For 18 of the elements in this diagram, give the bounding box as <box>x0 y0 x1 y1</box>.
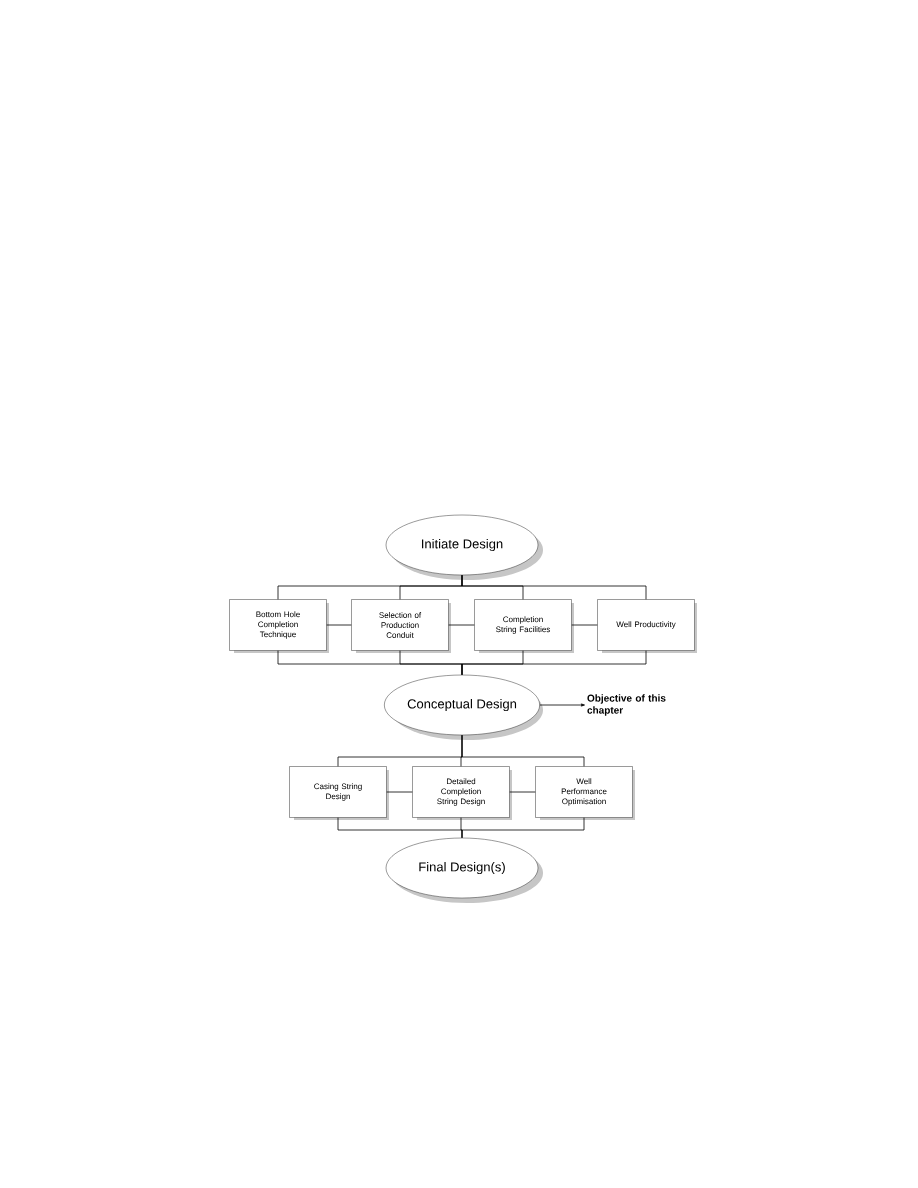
connector <box>448 624 475 626</box>
connector <box>386 791 413 793</box>
process-box: Casing String Design <box>289 766 389 820</box>
connector <box>326 624 352 626</box>
process-box: Well Performance Optimisation <box>535 766 635 820</box>
note-text: Objective of this chapter <box>587 694 666 716</box>
connector <box>571 624 598 626</box>
process-box: Well Productivity <box>597 599 697 653</box>
connector <box>461 650 647 676</box>
connector <box>509 791 536 793</box>
process-box: Bottom Hole Completion Technique <box>229 599 329 653</box>
process-box: Detailed Completion String Design <box>412 766 512 820</box>
process-box: Completion String Facilities <box>474 599 574 653</box>
connector <box>539 703 585 707</box>
connector <box>461 574 647 600</box>
process-box: Selection of Production Conduit <box>351 599 451 653</box>
connector <box>461 817 585 839</box>
connector <box>461 734 585 767</box>
